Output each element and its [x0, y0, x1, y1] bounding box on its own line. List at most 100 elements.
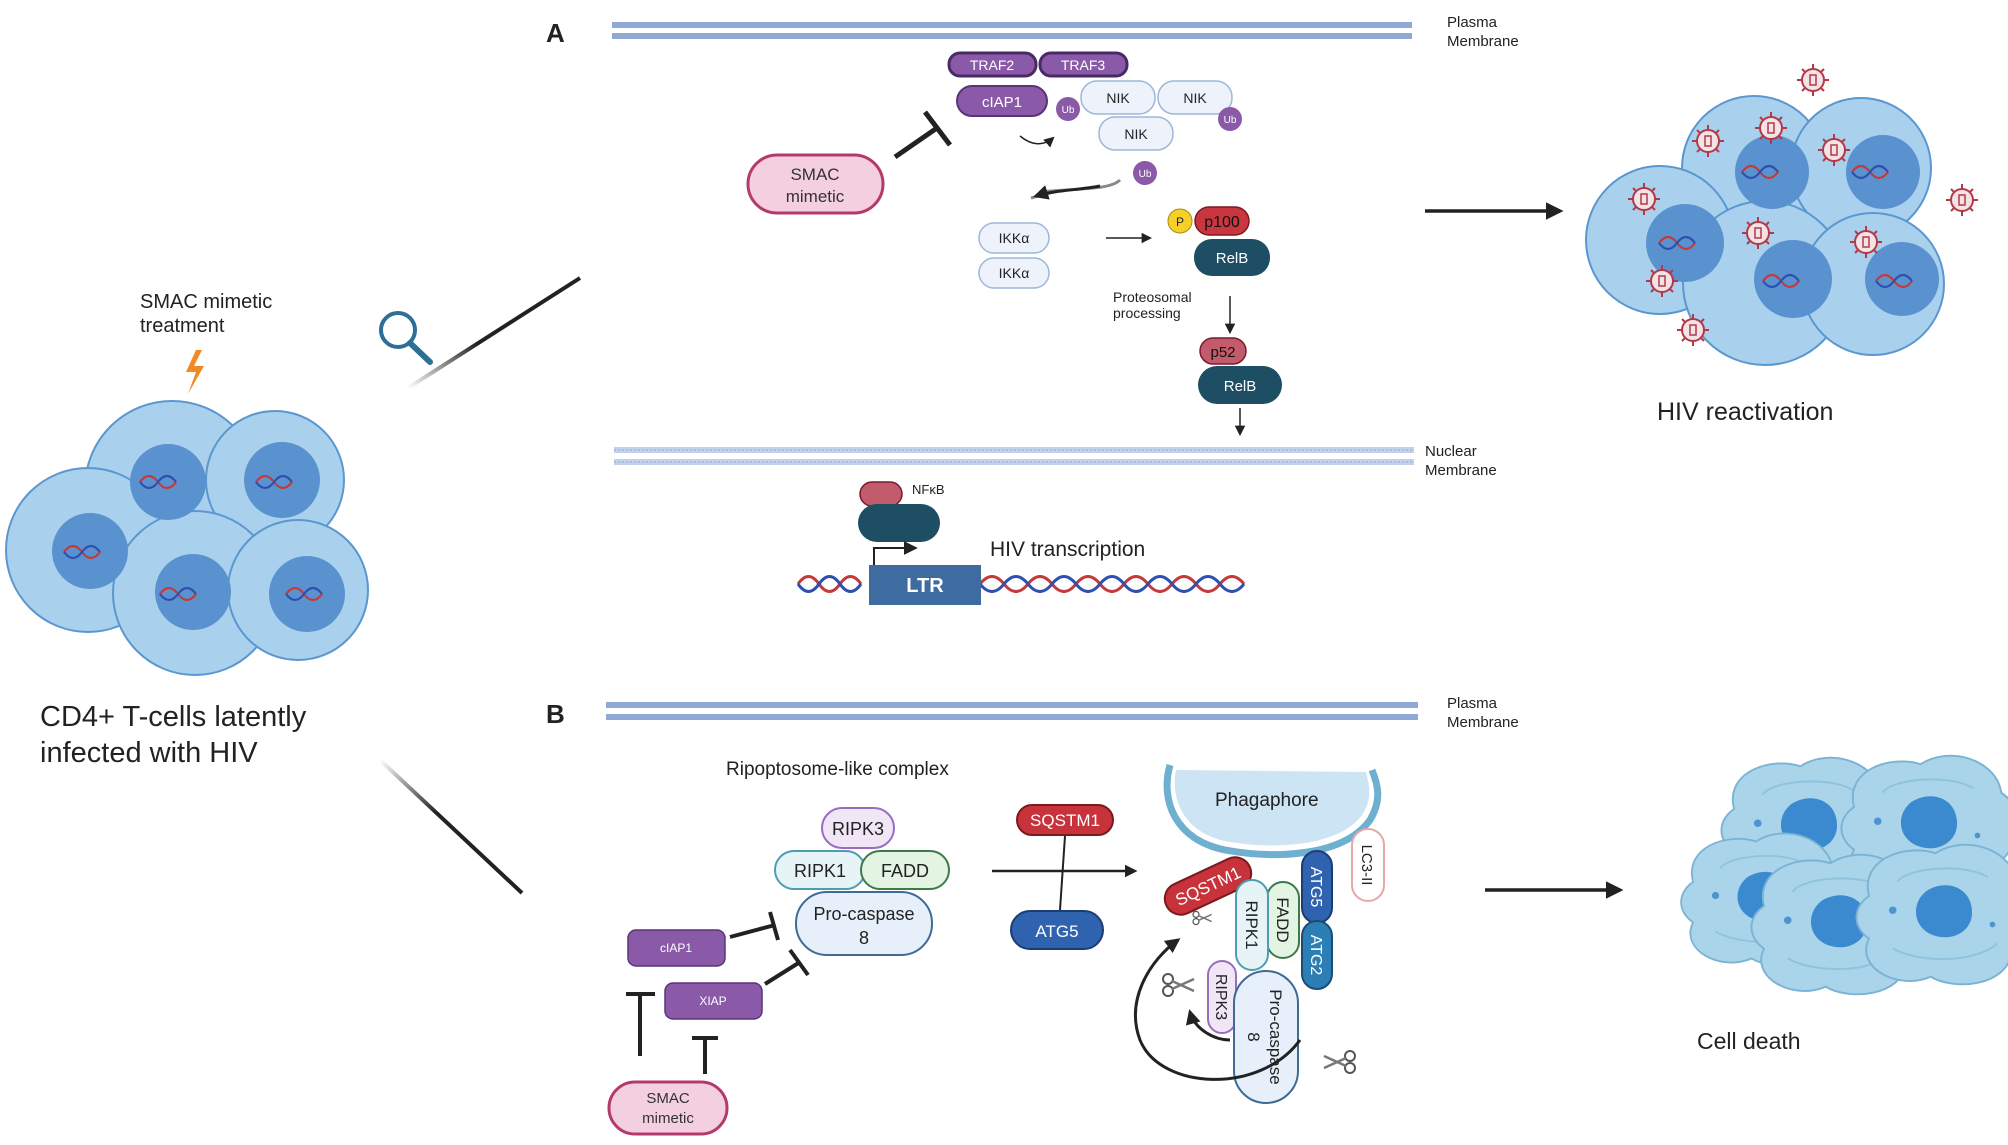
plasma-membrane-a-label: Plasma Membrane	[1447, 14, 1519, 50]
svg-text:Proteosomal: Proteosomal	[1113, 289, 1192, 305]
hiv-reactivation-label: HIV reactivation	[1657, 398, 1833, 426]
transcription-start-arrow	[873, 541, 918, 566]
svg-text:Plasma: Plasma	[1447, 14, 1498, 31]
ripk1-bound: RIPK1	[1235, 879, 1269, 971]
ripk1-b: RIPK1	[774, 850, 866, 890]
svg-text:LC3-II: LC3-II	[1358, 845, 1375, 886]
plasma-membrane-b	[606, 702, 1418, 720]
sqstm1-atg5-link	[1059, 835, 1066, 911]
xiap: XIAP	[664, 982, 763, 1020]
svg-text:p100: p100	[1204, 214, 1240, 231]
atg5-bound: ATG5	[1301, 850, 1333, 924]
svg-text:SMAC mimetic: SMAC mimetic	[140, 291, 272, 313]
svg-text:Membrane: Membrane	[1425, 462, 1497, 479]
svg-text:TRAF2: TRAF2	[970, 57, 1015, 73]
svg-text:Ub: Ub	[1062, 105, 1075, 116]
traf3: TRAF3	[1038, 51, 1129, 78]
svg-text:IKKα: IKKα	[999, 265, 1030, 281]
plasma-membrane-a	[612, 22, 1412, 39]
cell-death-label: Cell death	[1697, 1028, 1801, 1054]
xiap-inhibits-caspase	[763, 948, 810, 986]
svg-text:ATG5: ATG5	[1035, 922, 1078, 941]
nik-1: NIK	[1080, 80, 1156, 115]
ripk3-b: RIPK3	[821, 807, 895, 849]
svg-text:processing: processing	[1113, 305, 1181, 321]
svg-text:RIPK3: RIPK3	[1212, 974, 1229, 1020]
apoptotic-cell-cluster	[1680, 754, 2008, 996]
svg-text:SQSTM1: SQSTM1	[1030, 811, 1100, 830]
ubiquitination-arrow	[1019, 135, 1055, 148]
hiv-transcription-label: HIV transcription	[990, 538, 1145, 561]
svg-text:NIK: NIK	[1106, 90, 1130, 106]
relb-2: RelB	[1198, 366, 1282, 404]
nuclear-membrane	[614, 447, 1414, 465]
pro-caspase-8-bound: Pro-caspase 8	[1233, 970, 1299, 1104]
svg-text:Ub: Ub	[1139, 169, 1152, 180]
nuclear-membrane-label: Nuclear Membrane	[1425, 443, 1497, 479]
caspase-feedback-arrow-outer	[1134, 938, 1302, 1081]
svg-text:Pro-caspase: Pro-caspase	[813, 904, 914, 924]
svg-text:RelB: RelB	[1216, 250, 1249, 267]
svg-text:Pro-caspase: Pro-caspase	[1266, 989, 1285, 1084]
svg-text:infected with HIV: infected with HIV	[40, 737, 258, 769]
lc3-ii: LC3-II	[1351, 828, 1385, 902]
traf2: TRAF2	[947, 51, 1038, 78]
ikk-alpha-2: IKKα	[978, 257, 1050, 289]
cd4-caption: CD4+ T-cells latently infected with HIV	[40, 701, 307, 769]
svg-text:mimetic: mimetic	[786, 187, 845, 206]
svg-text:ATG2: ATG2	[1307, 935, 1324, 976]
svg-text:Ub: Ub	[1224, 115, 1237, 126]
phagophore-membrane	[1163, 764, 1382, 859]
ubiquitin-3: Ub	[1133, 161, 1157, 185]
svg-text:mimetic: mimetic	[642, 1110, 694, 1127]
relb-1: RelB	[1194, 239, 1270, 276]
smac-treatment-label: SMAC mimetic treatment	[140, 291, 272, 337]
atg5-middle: ATG5	[1010, 910, 1104, 950]
connector-to-panel-a	[406, 276, 582, 390]
svg-text:NIK: NIK	[1183, 90, 1207, 106]
caspase-feedback-arrow-inner	[1185, 1009, 1231, 1042]
svg-text:IKKα: IKKα	[999, 230, 1030, 246]
scissors-icon	[1322, 1049, 1357, 1075]
proteosomal-label: Proteosomal processing	[1113, 289, 1192, 321]
svg-text:FADD: FADD	[881, 861, 929, 881]
scissors-icon	[1161, 972, 1196, 998]
ikk-alpha-1: IKKα	[978, 222, 1050, 254]
p52: p52	[1199, 337, 1247, 365]
nfkb-complex: NFκB	[858, 481, 945, 542]
svg-text:RelB: RelB	[1224, 378, 1257, 395]
scissors-icon	[1192, 910, 1213, 926]
atg2: ATG2	[1301, 920, 1333, 990]
smac-mimetic-a: SMAC mimetic	[746, 153, 885, 215]
svg-text:Membrane: Membrane	[1447, 714, 1519, 731]
nik-3: NIK	[1098, 116, 1174, 151]
smac-mimetic-b: SMAC mimetic	[607, 1080, 729, 1136]
svg-text:SMAC: SMAC	[790, 165, 839, 184]
svg-text:SMAC: SMAC	[646, 1090, 690, 1107]
ubiquitin-1: Ub	[1056, 97, 1080, 121]
ciap1-inhibits-caspase	[729, 911, 780, 941]
panel-b-letter: B	[546, 699, 565, 729]
ubiquitin-2: Ub	[1218, 107, 1242, 131]
panel-a-letter: A	[546, 18, 565, 48]
ripoptosome-label: Ripoptosome-like complex	[726, 759, 949, 780]
magnifier-icon	[379, 311, 433, 365]
phagophore-label: Phagaphore	[1215, 790, 1319, 811]
svg-text:FADD: FADD	[1273, 897, 1292, 942]
svg-text:treatment: treatment	[140, 315, 225, 337]
svg-text:RIPK1: RIPK1	[794, 861, 846, 881]
fadd-bound: FADD	[1266, 881, 1300, 959]
svg-text:8: 8	[1244, 1032, 1263, 1041]
smac-inhibits-ciap1	[626, 992, 655, 1056]
svg-text:Nuclear: Nuclear	[1425, 443, 1477, 460]
svg-text:cIAP1: cIAP1	[982, 94, 1022, 111]
sqstm1-middle: SQSTM1	[1016, 804, 1114, 836]
svg-text:NFκB: NFκB	[912, 482, 945, 497]
smac-inhibits-xiap	[692, 1036, 718, 1074]
ripk3-bound: RIPK3	[1207, 960, 1237, 1034]
fadd-b: FADD	[860, 850, 950, 890]
svg-text:RIPK1: RIPK1	[1242, 900, 1261, 949]
svg-text:cIAP1: cIAP1	[660, 941, 692, 955]
p100: p100	[1194, 206, 1250, 236]
